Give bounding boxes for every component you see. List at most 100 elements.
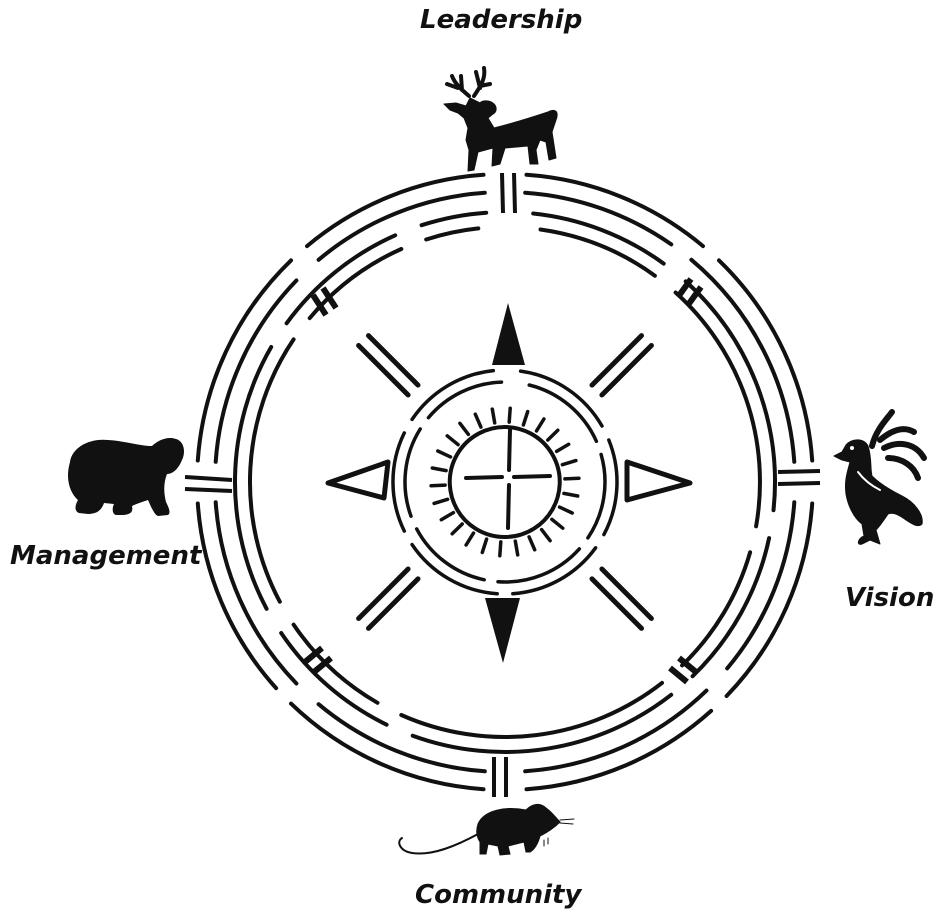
gate-northeast — [675, 277, 704, 307]
ring-segment — [284, 233, 398, 326]
ring-gates — [184, 172, 821, 797]
sun-tick — [507, 406, 512, 424]
sun-tick — [432, 497, 450, 506]
ring-segment — [538, 227, 657, 278]
ring-segment — [524, 172, 705, 249]
ring-segment — [248, 337, 296, 604]
sun-tick — [429, 483, 447, 488]
spoke-line — [589, 576, 644, 631]
north-point — [492, 303, 525, 365]
deer-icon — [443, 66, 558, 172]
sun-tick — [436, 449, 453, 459]
ring-segment — [523, 190, 674, 247]
gate-north — [500, 172, 517, 214]
mouse-icon — [398, 803, 575, 856]
west-point — [325, 459, 391, 501]
center-cross — [464, 428, 552, 530]
direction-label-vision: Vision — [845, 583, 934, 613]
spoke-line — [366, 576, 421, 631]
sun-tick — [430, 466, 448, 473]
ring-segment — [527, 383, 599, 444]
ring-segment — [680, 550, 753, 668]
gate-northwest — [310, 286, 339, 317]
ring-segment — [414, 527, 486, 582]
bear-icon — [67, 437, 184, 516]
ring-segment — [213, 500, 299, 686]
ring-segment — [523, 688, 709, 774]
sun-tick — [513, 539, 520, 557]
ring-segment — [289, 701, 486, 792]
ring-segment — [291, 622, 380, 705]
ring-segment — [410, 692, 674, 754]
gate-south — [492, 757, 508, 797]
sun-tick — [473, 412, 483, 429]
ring-segment — [586, 452, 607, 540]
sun-tick — [445, 434, 460, 447]
ring-segment — [683, 279, 777, 513]
sun-tick — [450, 522, 464, 536]
ring-segment — [410, 368, 496, 422]
sun-tick — [560, 458, 578, 467]
ring-segment — [305, 172, 486, 249]
ring-segment — [391, 431, 407, 533]
sun-tick — [480, 537, 489, 555]
ring-segment — [602, 438, 619, 537]
ring-segment — [307, 247, 404, 321]
ring-segment — [195, 258, 293, 463]
sun-tick — [554, 442, 571, 454]
ring-segment — [717, 258, 815, 463]
wheel-rings — [195, 172, 815, 792]
ring-segment — [511, 546, 598, 596]
ring-segment — [316, 190, 487, 262]
sun-ticks — [429, 406, 581, 558]
sun-tick — [439, 510, 456, 522]
wheel-spokes — [356, 333, 654, 631]
ring-segment — [673, 290, 762, 529]
ring-segment — [279, 631, 389, 727]
ring-segment — [518, 369, 604, 428]
direction-label-community: Community — [415, 880, 582, 910]
sun-tick — [539, 527, 552, 543]
sun-tick — [534, 417, 546, 433]
ring-segment — [447, 425, 562, 539]
east-point — [624, 459, 693, 503]
spoke-line — [356, 343, 411, 398]
ring-segment — [195, 501, 279, 691]
ring-segment — [426, 380, 504, 420]
ring-segment — [399, 680, 664, 740]
sun-tick — [557, 505, 574, 515]
sun-tick — [562, 491, 580, 498]
ring-segment — [724, 501, 815, 698]
ring-segment — [531, 211, 666, 266]
sun-tick — [563, 476, 581, 481]
spoke-line — [356, 566, 411, 621]
spoke-line — [589, 333, 644, 388]
south-point — [485, 598, 520, 663]
spoke-line — [599, 343, 654, 398]
spoke-line — [599, 566, 654, 621]
direction-label-management: Management — [10, 541, 202, 571]
gate-southeast — [668, 655, 698, 685]
sun-tick — [527, 535, 537, 552]
ring-segment — [690, 536, 772, 679]
spoke-line — [366, 333, 421, 388]
sun-tick — [521, 409, 530, 427]
gate-east — [777, 469, 821, 486]
sun-tick — [546, 428, 560, 442]
sun-tick — [550, 517, 565, 530]
ring-segment — [233, 345, 274, 611]
ring-segment — [403, 427, 422, 518]
ring-segment — [213, 278, 299, 464]
ring-segment — [725, 500, 797, 671]
ring-segment — [410, 542, 499, 596]
sun-tick — [458, 421, 471, 437]
ring-segment — [424, 226, 481, 242]
ring-segment — [419, 210, 489, 228]
ring-segment — [316, 702, 487, 774]
sun-tick — [498, 540, 503, 558]
ring-segment — [524, 708, 714, 792]
ring-segment — [689, 257, 797, 464]
sun-tick — [464, 531, 476, 547]
direction-label-leadership: Leadership — [420, 5, 583, 35]
